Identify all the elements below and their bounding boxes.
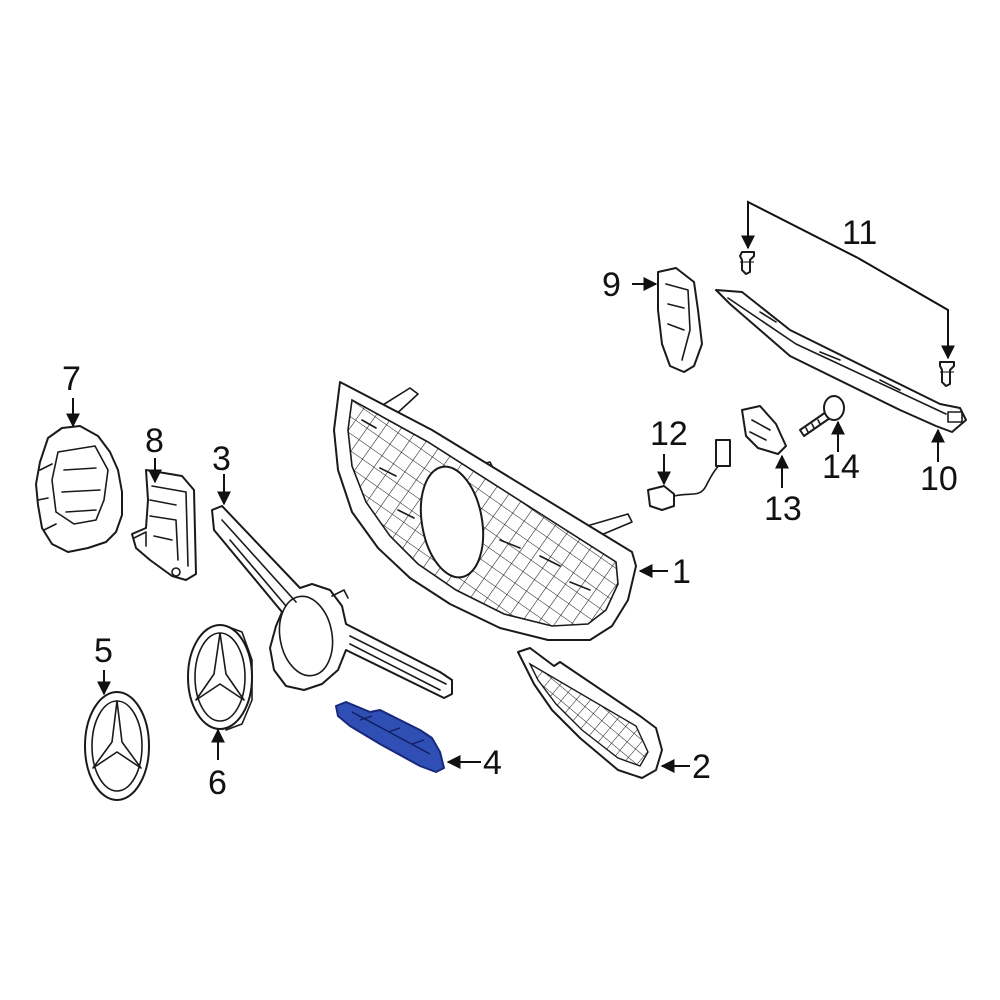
callout-3: 3	[212, 440, 231, 478]
part-3-trim-frame[interactable]	[211, 505, 453, 699]
part-10-support-bar[interactable]	[715, 289, 967, 433]
part-9-side-bracket[interactable]	[657, 267, 703, 373]
callout-labels: 1 2 3 4 5 6 7 8 9 10 11 12 13 14	[62, 214, 958, 802]
part-4-strip-highlighted[interactable]	[335, 701, 445, 773]
part-11-push-pins[interactable]	[739, 251, 955, 387]
callout-1: 1	[672, 553, 691, 591]
callout-10: 10	[920, 460, 958, 498]
callout-4: 4	[483, 744, 502, 782]
callout-5: 5	[94, 632, 113, 670]
part-13-clip[interactable]	[741, 405, 787, 455]
part-2-lower-grille[interactable]	[517, 647, 663, 779]
callout-14: 14	[822, 448, 860, 486]
callout-12: 12	[650, 415, 688, 453]
part-12-sensor[interactable]	[647, 439, 731, 511]
callout-7: 7	[62, 360, 81, 398]
part-6-emblem-base[interactable]	[187, 624, 253, 731]
part-1-grille[interactable]	[333, 381, 637, 641]
callout-8: 8	[145, 422, 164, 460]
leader-lines	[66, 200, 955, 773]
callout-9: 9	[602, 266, 621, 304]
part-7-housing[interactable]	[35, 425, 123, 553]
part-14-bolt[interactable]	[799, 395, 845, 437]
part-5-emblem[interactable]	[84, 691, 150, 801]
part-8-bracket[interactable]	[131, 469, 197, 581]
callout-11: 11	[842, 214, 877, 252]
callout-2: 2	[692, 748, 711, 786]
callout-13: 13	[764, 490, 802, 528]
callout-6: 6	[208, 764, 227, 802]
